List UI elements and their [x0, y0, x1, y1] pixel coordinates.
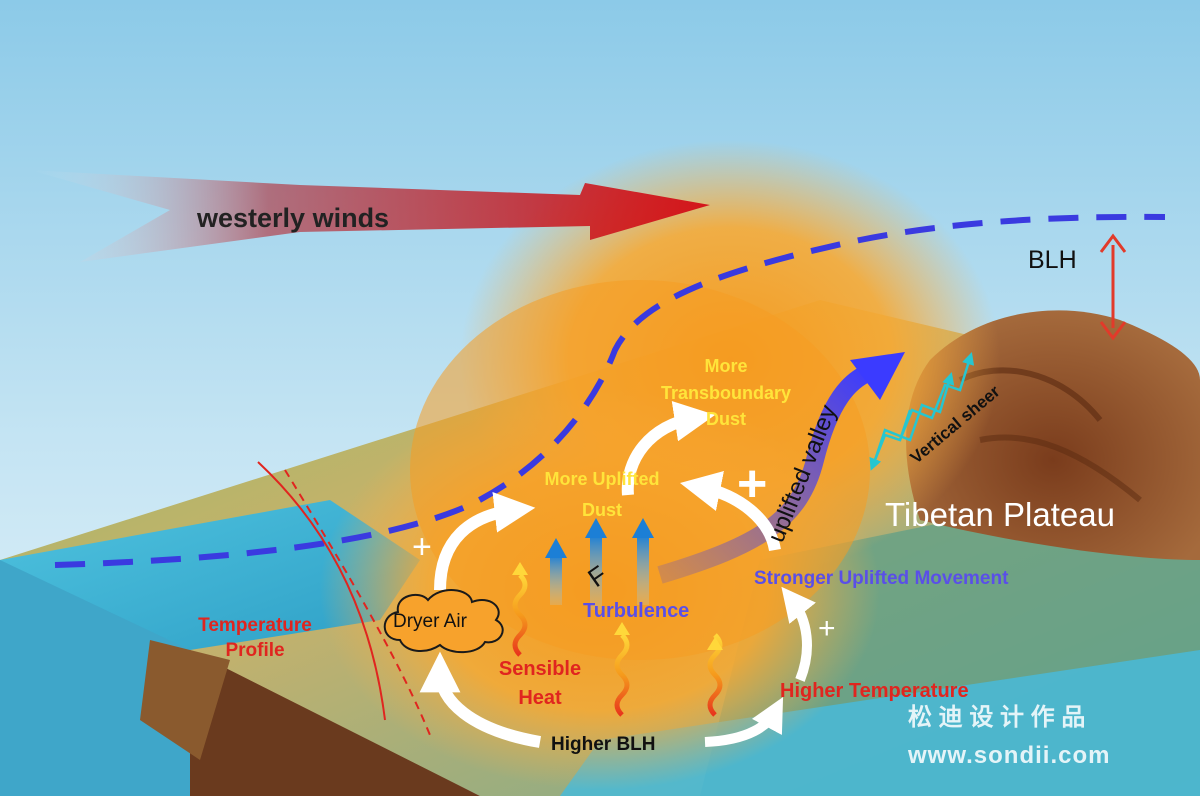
label-line: Dust [706, 409, 746, 430]
plus-sign-left: + [412, 528, 432, 566]
watermark-url: www.sondii.com [908, 742, 1111, 769]
dust-cloud-core [410, 280, 870, 660]
label-line: Temperature [198, 615, 312, 636]
blh-label: BLH [1028, 246, 1077, 274]
vertical-sheer-arrow [873, 372, 955, 461]
dryer-air-cloud-icon [383, 589, 504, 654]
turbulence-arrow-head-icon [585, 518, 607, 538]
mountain-ridge [979, 434, 1142, 503]
higher-blh-label: Higher BLH [551, 734, 656, 755]
vertical-sheer-arrow [898, 352, 975, 441]
more-transboundary-dust-label: More Transboundary Dust [636, 356, 816, 430]
feedback-arrow-blh-to-temperature [704, 697, 784, 747]
stronger-uplifted-movement-label: Stronger Uplifted Movement [754, 568, 1009, 589]
slab-water-side [0, 560, 190, 796]
vertical-sheer-arrow [869, 409, 912, 471]
turbulence-arrows [545, 518, 654, 610]
westerly-winds-label: westerly winds [197, 203, 390, 233]
feedback-arrow-temperature-to-movement [781, 586, 816, 682]
plus-sign-right: + [818, 612, 836, 645]
feedback-arrow-blh-to-dryer [419, 651, 542, 748]
heat-wave-icon [614, 633, 630, 717]
label-line: Transboundary [660, 382, 792, 403]
heat-arrow-head-icon [512, 562, 528, 575]
heat-arrow-head-icon [707, 637, 723, 650]
cliff-face [140, 640, 230, 760]
turbulence-arrow-head-icon [545, 538, 567, 558]
temperature-profile-line [257, 461, 386, 721]
uplift-arrow-head-icon [850, 352, 905, 400]
higher-temperature-label: Higher Temperature [780, 680, 969, 702]
blh-arrow-bottom-icon [1099, 321, 1127, 341]
uplift-arrow-shaft [657, 363, 874, 584]
blh-arrow-top-icon [1099, 233, 1127, 253]
label-line: Heat [518, 687, 562, 709]
westerly-winds-arrow [30, 170, 710, 262]
heat-wave-icon [512, 573, 528, 657]
more-uplifted-dust-label: More Uplifted Dust [522, 469, 682, 520]
label-line: Sensible [498, 658, 582, 680]
turbulence-arrow-head-icon [632, 518, 654, 538]
tibetan-plateau-label: Tibetan Plateau [885, 496, 1115, 533]
sensible-heat-label: Sensible Heat [480, 658, 600, 710]
temperature-profile-dashed-line [284, 469, 433, 741]
dryer-air-label: Dryer Air [393, 611, 467, 632]
label-line: More Uplifted [544, 469, 660, 489]
turbulence-label: Turbulence [583, 600, 690, 622]
blh-dashed-line [54, 213, 1166, 568]
sensible-heat-arrows [512, 562, 723, 717]
label-line: Profile [225, 639, 285, 661]
label-line: Dust [582, 499, 622, 520]
plus-sign-center: + [737, 455, 768, 513]
watermark-chinese: 松 迪 设 计 作 品 [908, 704, 1086, 731]
slab-soil-side [190, 650, 480, 796]
feedback-arrow-movement-to-dust [679, 471, 781, 552]
heat-arrow-head-icon [614, 622, 630, 635]
temperature-profile-label: Temperature Profile [180, 615, 330, 662]
label-line: More [704, 356, 748, 376]
feedback-arrow-dust-to-transboundary [621, 400, 716, 496]
feedback-arrow-dryer-to-dust [434, 491, 536, 591]
